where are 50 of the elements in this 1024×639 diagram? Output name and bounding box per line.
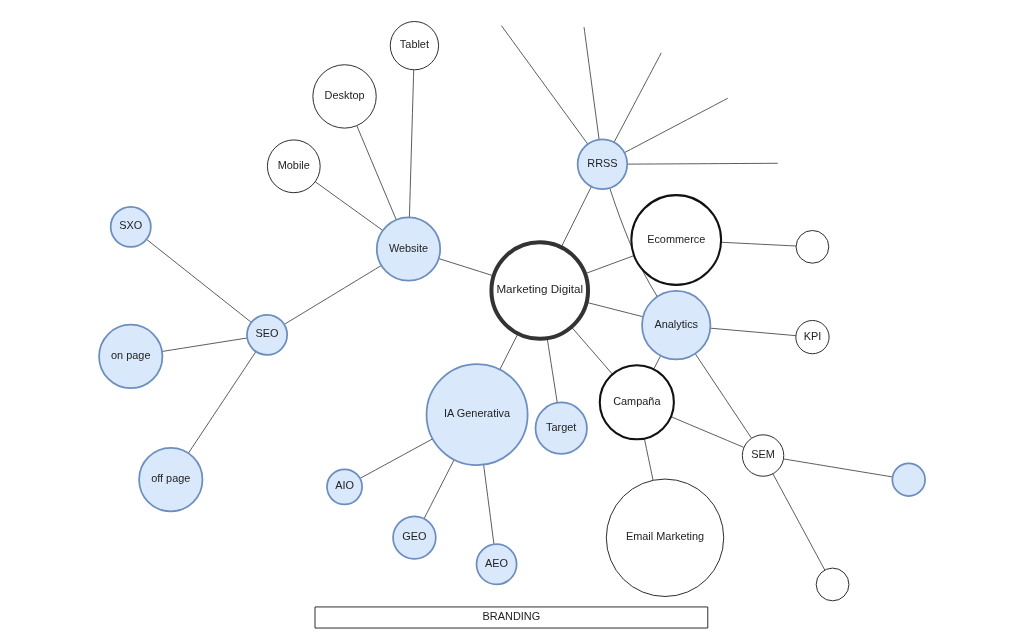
connector bbox=[694, 353, 752, 439]
connector bbox=[613, 52, 662, 143]
connector bbox=[188, 351, 257, 454]
connector bbox=[772, 473, 826, 571]
connector bbox=[314, 181, 383, 231]
connector bbox=[783, 458, 893, 478]
node-circle: off page bbox=[138, 447, 204, 513]
node-circle bbox=[815, 567, 850, 602]
node-circle: Tablet bbox=[389, 21, 440, 71]
connector bbox=[500, 25, 589, 145]
node-circle: KPI bbox=[795, 320, 830, 355]
node-circle: Website bbox=[375, 216, 442, 282]
connector bbox=[560, 186, 592, 248]
node-circle: Marketing Digital bbox=[489, 240, 591, 341]
node-circle: on page bbox=[98, 323, 164, 389]
node-circle: Ecommerce bbox=[630, 194, 723, 286]
node-circle: Campaña bbox=[598, 364, 675, 441]
connector bbox=[423, 459, 455, 519]
connector bbox=[356, 125, 397, 220]
node-box: BRANDING bbox=[314, 606, 709, 629]
connector bbox=[670, 416, 745, 448]
node-circle bbox=[795, 230, 830, 264]
connector bbox=[624, 97, 729, 153]
node-circle: RRSS bbox=[576, 138, 629, 190]
connector bbox=[653, 355, 661, 370]
connector bbox=[409, 69, 415, 218]
connector bbox=[546, 337, 558, 403]
node-circle: AEO bbox=[475, 543, 518, 586]
node-circle: Email Marketing bbox=[605, 478, 725, 597]
node-circle: AIO bbox=[326, 468, 363, 506]
connector bbox=[161, 337, 248, 352]
connector bbox=[146, 239, 252, 323]
connector bbox=[483, 464, 495, 545]
connector bbox=[499, 333, 519, 370]
connector bbox=[571, 326, 613, 375]
node-circle: SEO bbox=[246, 313, 289, 356]
node-circle: Mobile bbox=[266, 139, 321, 194]
node-circle: Target bbox=[534, 401, 588, 455]
node-circle: Analytics bbox=[641, 290, 712, 361]
connector bbox=[710, 327, 797, 337]
node-circle: SEM bbox=[741, 434, 785, 477]
connector bbox=[583, 26, 600, 140]
connector bbox=[644, 438, 654, 481]
node-circle: GEO bbox=[392, 515, 437, 560]
node-circle: SXO bbox=[109, 205, 152, 248]
node-circle bbox=[891, 462, 926, 497]
node-circle: Desktop bbox=[312, 64, 377, 129]
connector bbox=[359, 438, 433, 479]
connector bbox=[284, 265, 382, 325]
node-circle: IA Generativa bbox=[425, 363, 529, 467]
